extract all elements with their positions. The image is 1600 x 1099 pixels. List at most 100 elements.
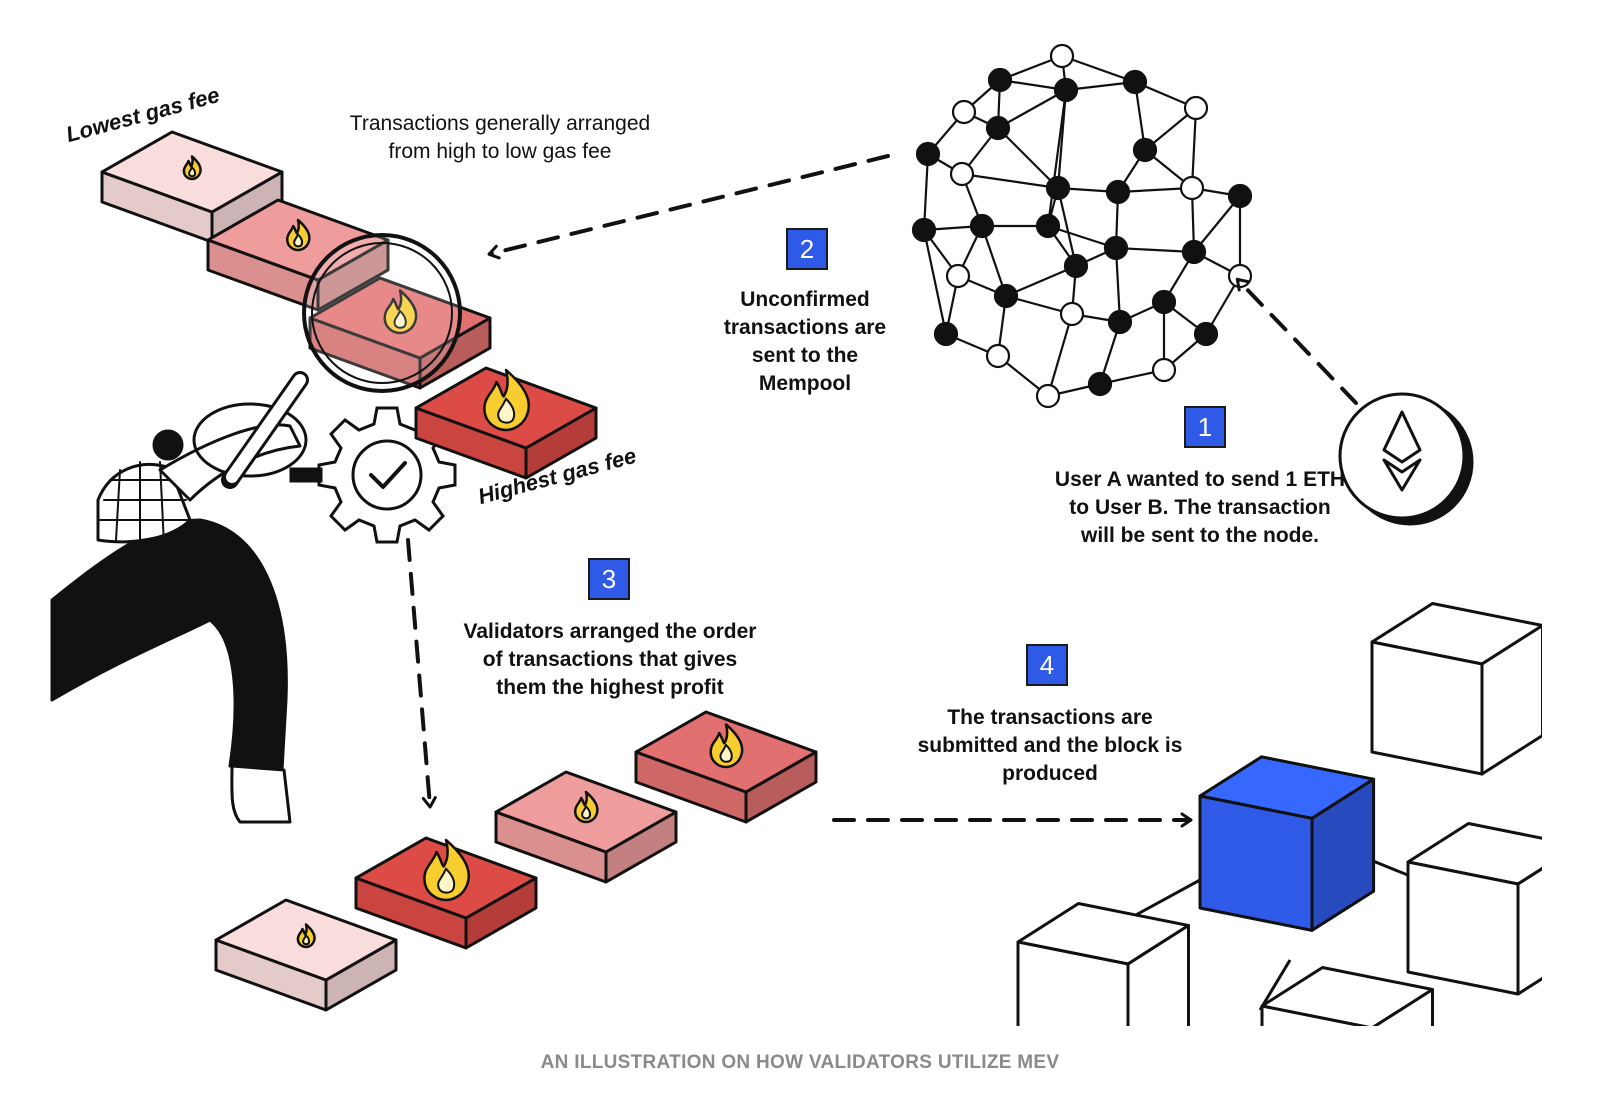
fee-block [414, 366, 598, 480]
network-node [1059, 301, 1085, 327]
step-text-line: to User B. The transaction [1069, 496, 1331, 519]
network-link [1117, 186, 1193, 194]
step-text-line: them the highest profit [496, 676, 724, 699]
ethereum-icon [1338, 392, 1474, 526]
network-link [922, 229, 948, 335]
network-link [1115, 246, 1195, 254]
network-globe-icon [911, 43, 1253, 409]
step-text-line: User A wanted to send 1 ETH [1054, 468, 1346, 491]
network-link [1056, 187, 1078, 267]
network-node [1183, 95, 1209, 121]
network-link [980, 225, 1008, 297]
network-link [1046, 89, 1068, 227]
network-node [1227, 183, 1253, 209]
arrangement-note-line: Transactions generally arranged [349, 112, 651, 135]
step-text-2: Unconfirmed transactions are sent to the… [680, 286, 930, 398]
fee-block [214, 898, 398, 1012]
network-node [1103, 235, 1129, 261]
network-node [985, 343, 1011, 369]
network-link [997, 89, 1067, 129]
blockchain-cubes [1000, 560, 1600, 1099]
flame-icon [483, 368, 530, 432]
flame-icon [296, 923, 316, 949]
step-text-line: of transactions that gives [482, 648, 738, 671]
fee-block [308, 276, 492, 390]
step-text-line: The transactions are [947, 706, 1153, 729]
network-link [1061, 54, 1136, 84]
step-text-line: produced [1002, 762, 1098, 785]
network-node [985, 115, 1011, 141]
network-node [969, 213, 995, 239]
step-text-line: sent to the [751, 344, 859, 367]
flame-icon [423, 838, 470, 902]
magnifier-handle-ring [192, 402, 308, 478]
person-torso-check [99, 461, 191, 546]
network-node [1105, 179, 1131, 205]
network-node [951, 99, 977, 125]
arrow-network-to-mempool [487, 154, 890, 260]
network-node [915, 141, 941, 167]
fee-block [634, 710, 818, 824]
magnifier-lens [302, 233, 462, 393]
network-link [1005, 264, 1077, 298]
step-badge-1: 1 [1184, 406, 1226, 448]
person-shoe [230, 764, 292, 824]
arrow-eth-to-network [1235, 277, 1358, 405]
step-text-line: Validators arranged the order [463, 620, 757, 643]
person-figure [50, 402, 308, 824]
flow-arrows [406, 154, 1358, 828]
network-node [1179, 175, 1205, 201]
chain-link [1258, 959, 1292, 1011]
step-text-line: Mempool [758, 372, 852, 395]
step-text-line: submitted and the block is [917, 734, 1183, 757]
gear-check-icon [289, 406, 457, 544]
figure-caption: AN ILLUSTRATION ON HOW VALIDATORS UTILIZ… [540, 1052, 1060, 1073]
fee-block [100, 130, 284, 244]
magnifier-icon [221, 371, 309, 489]
step-text-3: Validators arranged the order of transac… [420, 618, 800, 702]
arrangement-note-line: from high to low gas fee [388, 140, 612, 163]
network-link [1114, 247, 1122, 323]
flame-icon [182, 155, 202, 181]
network-node [1035, 383, 1061, 409]
arrangement-note: Transactions generally arranged from hig… [300, 110, 700, 166]
step-text-line: transactions are [723, 316, 887, 339]
person-leg [50, 518, 288, 772]
fee-block [354, 836, 538, 950]
network-node [1053, 77, 1079, 103]
step-badge-2: 2 [786, 228, 828, 270]
fee-blocks [100, 130, 818, 1012]
network-node [911, 217, 937, 243]
flame-icon [285, 218, 311, 252]
step-text-line: Unconfirmed [740, 288, 870, 311]
network-node [1049, 43, 1075, 69]
network-node [949, 161, 975, 187]
network-node [1107, 309, 1133, 335]
network-link [1190, 107, 1198, 189]
network-node [993, 283, 1019, 309]
network-link [997, 127, 1059, 189]
block-cube-icon [1198, 755, 1376, 932]
person-head [152, 429, 184, 461]
network-node [1132, 137, 1158, 163]
step-text-line: will be sent to the node. [1080, 524, 1319, 547]
network-node [1035, 213, 1061, 239]
network-node [1193, 321, 1219, 347]
network-node [945, 263, 971, 289]
network-node [1151, 289, 1177, 315]
flame-icon [709, 723, 744, 769]
network-node [1151, 357, 1177, 383]
network-node [987, 67, 1013, 93]
network-node [1122, 69, 1148, 95]
network-link [1046, 313, 1074, 397]
network-link [922, 153, 930, 231]
flame-icon [383, 289, 418, 335]
network-node [1181, 239, 1207, 265]
network-link [961, 172, 1059, 190]
network-node [933, 321, 959, 347]
flame-icon [573, 790, 599, 824]
network-node [1087, 371, 1113, 397]
step-text-1: User A wanted to send 1 ETH to User B. T… [1000, 466, 1400, 550]
network-node [1063, 253, 1089, 279]
